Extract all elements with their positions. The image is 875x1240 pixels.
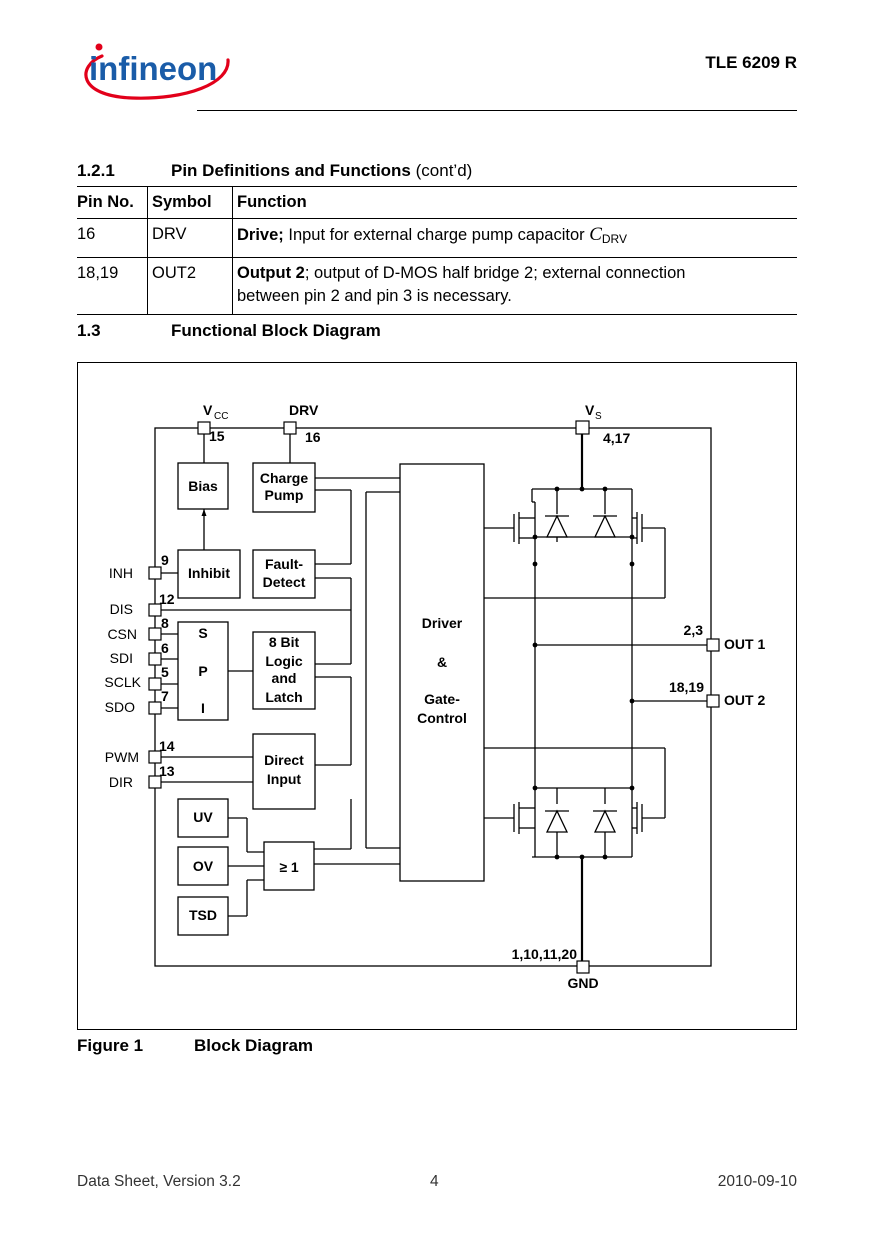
pin-dir-number: 13: [159, 763, 175, 779]
table-row: 16 DRV Drive; Input for external charge …: [77, 218, 797, 258]
footer-date: 2010-09-10: [717, 1173, 797, 1190]
logic-label-3: and: [272, 670, 297, 686]
pin-out1-label: OUT 1: [724, 636, 765, 652]
pin-sdo-number: 7: [161, 688, 169, 704]
pin-inh-number: 9: [161, 552, 169, 568]
footer-doc-version: Data Sheet, Version 3.2: [77, 1173, 241, 1190]
pin-pwm-label: PWM: [105, 749, 139, 765]
direct-input-label-1: Direct: [264, 752, 304, 768]
gnd-label: GND: [567, 975, 598, 991]
function-symbol: C: [589, 224, 602, 245]
gnd-pin-number: 1,10,11,20: [512, 946, 578, 962]
pin-out2-number: 18,19: [669, 679, 704, 695]
vs-sub-label: S: [595, 411, 602, 422]
charge-pump-label-2: Pump: [265, 487, 304, 503]
function-name: Output 2: [237, 264, 305, 282]
infineon-logo: infineon: [72, 38, 232, 102]
pin-number: 16: [77, 218, 148, 258]
vcc-pin-number: 15: [209, 428, 225, 444]
section-title-13: Functional Block Diagram: [171, 321, 381, 340]
fault-detect-label-1: Fault-: [265, 556, 303, 572]
block-diagram: V CC 15 DRV 16 V S 4,17 Bias Charge Pump…: [104, 402, 765, 991]
pin-sdi-label: SDI: [110, 650, 133, 666]
figure-title: Block Diagram: [194, 1036, 314, 1055]
header-function: Function: [232, 186, 797, 219]
pin-dis-label: DIS: [110, 601, 133, 617]
direct-input-label-2: Input: [267, 771, 302, 787]
charge-pump-label-1: Charge: [260, 470, 308, 486]
inhibit-block: [177, 549, 241, 599]
function-text-line2: between pin 2 and pin 3 is necessary.: [237, 287, 512, 305]
drv-pin-number: 16: [305, 429, 321, 445]
footer-page-number: 4: [430, 1173, 439, 1190]
function-text: ; output of D-MOS half bridge 2; externa…: [304, 264, 686, 282]
pin-pwm-number: 14: [159, 738, 175, 754]
driver-label-4: Control: [417, 710, 467, 726]
pin-out2-label: OUT 2: [724, 692, 765, 708]
logic-label-1: 8 Bit: [269, 634, 300, 650]
driver-label-2: &: [437, 654, 447, 670]
pin-sdo-label: SDO: [105, 699, 135, 715]
driver-block: [399, 463, 485, 882]
pin-symbol: DRV: [147, 218, 233, 258]
section-title-text: Pin Definitions and Functions: [171, 161, 411, 180]
or-gate-label: ≥ 1: [279, 859, 299, 875]
spi-label-i: I: [201, 700, 205, 716]
pin-function: Drive; Input for external charge pump ca…: [232, 218, 797, 258]
tsd-label: TSD: [189, 907, 217, 923]
pin-sclk-number: 5: [161, 664, 169, 680]
pin-symbol: OUT2: [147, 257, 233, 315]
pin-sclk-label: SCLK: [104, 674, 141, 690]
driver-label-3: Gate-: [424, 691, 460, 707]
figure-label: Figure 1: [77, 1036, 144, 1055]
function-name: Drive;: [237, 226, 284, 244]
header-rule: [197, 110, 797, 111]
vs-label: V: [585, 402, 595, 418]
fault-detect-label-2: Detect: [263, 574, 306, 590]
pin-sdi-number: 6: [161, 640, 169, 656]
bias-label: Bias: [188, 478, 218, 494]
function-symbol-sub: DRV: [601, 232, 628, 246]
bias-block: [177, 462, 229, 510]
pin-number: 18,19: [77, 257, 148, 315]
pin-inh-label: INH: [109, 565, 133, 581]
pin-out1-number: 2,3: [684, 622, 704, 638]
spi-label-s: S: [198, 625, 207, 641]
header-symbol: Symbol: [147, 186, 233, 219]
vs-pin-number: 4,17: [603, 430, 630, 446]
pin-function: Output 2; output of D-MOS half bridge 2;…: [232, 257, 797, 315]
vcc-label: V: [203, 402, 213, 418]
figure-frame: [77, 362, 797, 1030]
pin-dir-label: DIR: [109, 774, 133, 790]
function-text: Input for external charge pump capacitor: [283, 226, 590, 244]
logo-text: infineon: [89, 50, 217, 87]
direct-input-block: [252, 733, 316, 810]
driver-label-1: Driver: [422, 615, 463, 631]
section-number-13: 1.3: [77, 321, 101, 340]
ov-label: OV: [193, 858, 214, 874]
drv-label: DRV: [289, 402, 319, 418]
table-row: 18,19 OUT2 Output 2; output of D-MOS hal…: [77, 257, 797, 315]
inhibit-label: Inhibit: [188, 565, 230, 581]
section-number-121: 1.2.1: [77, 161, 115, 180]
pin-dis-number: 12: [159, 591, 175, 607]
fault-detect-block: [252, 549, 316, 599]
document-title: TLE 6209 R: [705, 53, 797, 72]
charge-pump-block: [252, 462, 316, 513]
pin-definitions-table: Pin No. Symbol Function 16 DRV Drive; In…: [77, 186, 797, 315]
spi-label-p: P: [198, 663, 207, 679]
table-header-row: Pin No. Symbol Function: [77, 186, 797, 219]
section-title-121: Pin Definitions and Functions (cont’d): [171, 161, 472, 181]
logic-label-2: Logic: [265, 653, 303, 669]
header-pin-no: Pin No.: [77, 186, 148, 219]
vcc-sub-label: CC: [214, 411, 228, 422]
uv-label: UV: [193, 809, 213, 825]
pin-csn-number: 8: [161, 615, 169, 631]
section-title-suffix: (cont’d): [415, 161, 473, 180]
logic-label-4: Latch: [265, 689, 302, 705]
pin-csn-label: CSN: [107, 626, 137, 642]
